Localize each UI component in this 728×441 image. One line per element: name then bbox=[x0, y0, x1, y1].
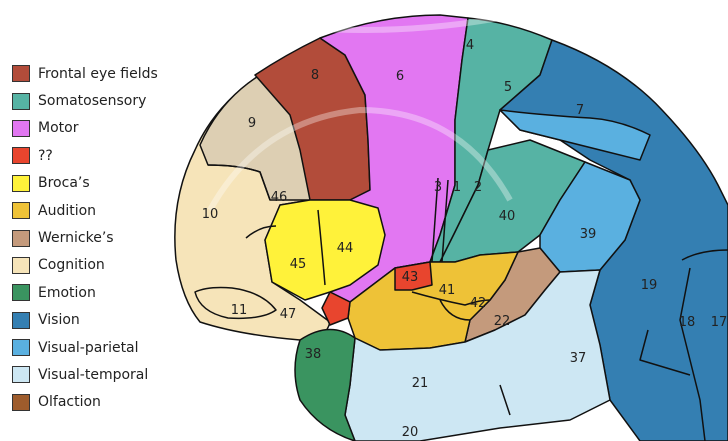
legend-swatch bbox=[12, 65, 30, 82]
legend-swatch bbox=[12, 120, 30, 137]
area-label-1: 1 bbox=[453, 180, 461, 195]
legend-swatch bbox=[12, 284, 30, 301]
area-label-45: 45 bbox=[290, 257, 307, 272]
legend-item-brocas: Broca’s bbox=[12, 170, 158, 197]
area-label-46: 46 bbox=[271, 190, 288, 205]
legend-label: Motor bbox=[38, 120, 78, 136]
legend-swatch bbox=[12, 257, 30, 274]
area-label-44: 44 bbox=[337, 241, 354, 256]
legend-swatch bbox=[12, 230, 30, 247]
area-label-11: 11 bbox=[231, 303, 248, 318]
area-label-7: 7 bbox=[576, 103, 584, 118]
legend-item-visual-parietal: Visual-parietal bbox=[12, 334, 158, 361]
area-label-6: 6 bbox=[396, 69, 404, 84]
legend-swatch bbox=[12, 175, 30, 192]
area-label-3: 3 bbox=[434, 180, 442, 195]
legend-item-cognition: Cognition bbox=[12, 252, 158, 279]
area-label-18: 18 bbox=[679, 315, 696, 330]
area-label-20: 20 bbox=[402, 425, 419, 440]
legend-label: ?? bbox=[38, 148, 53, 164]
legend-item-visual-temporal: Visual-temporal bbox=[12, 361, 158, 388]
legend: Frontal eye fields Somatosensory Motor ?… bbox=[12, 60, 158, 416]
area-label-47: 47 bbox=[280, 307, 297, 322]
legend-swatch bbox=[12, 93, 30, 110]
legend-label: Cognition bbox=[38, 257, 105, 273]
area-label-21: 21 bbox=[412, 376, 429, 391]
legend-label: Visual-parietal bbox=[38, 340, 139, 356]
legend-item-olfaction: Olfaction bbox=[12, 389, 158, 416]
area-label-42: 42 bbox=[470, 296, 487, 311]
legend-label: Frontal eye fields bbox=[38, 66, 158, 82]
area-label-5: 5 bbox=[504, 80, 512, 95]
area-label-4: 4 bbox=[466, 38, 474, 53]
area-label-22: 22 bbox=[494, 314, 511, 329]
legend-label: Olfaction bbox=[38, 394, 101, 410]
area-label-8: 8 bbox=[311, 68, 319, 83]
area-label-39: 39 bbox=[580, 227, 597, 242]
legend-label: Visual-temporal bbox=[38, 367, 148, 383]
legend-item-emotion: Emotion bbox=[12, 279, 158, 306]
area-label-2: 2 bbox=[474, 180, 482, 195]
legend-swatch bbox=[12, 312, 30, 329]
legend-item-frontal-eye-fields: Frontal eye fields bbox=[12, 60, 158, 87]
legend-swatch bbox=[12, 339, 30, 356]
legend-label: Broca’s bbox=[38, 175, 90, 191]
area-label-43: 43 bbox=[402, 270, 419, 285]
legend-item-motor: Motor bbox=[12, 115, 158, 142]
legend-label: Somatosensory bbox=[38, 93, 146, 109]
area-label-41: 41 bbox=[439, 283, 456, 298]
area-label-17: 17 bbox=[711, 315, 728, 330]
area-label-38: 38 bbox=[305, 347, 322, 362]
area-label-10: 10 bbox=[202, 207, 219, 222]
area-label-40: 40 bbox=[499, 209, 516, 224]
area-label-19: 19 bbox=[641, 278, 658, 293]
legend-swatch bbox=[12, 394, 30, 411]
legend-swatch bbox=[12, 147, 30, 164]
area-label-37: 37 bbox=[570, 351, 587, 366]
area-label-9: 9 bbox=[248, 116, 256, 131]
legend-swatch bbox=[12, 202, 30, 219]
legend-item-vision: Vision bbox=[12, 307, 158, 334]
legend-swatch bbox=[12, 366, 30, 383]
legend-label: Emotion bbox=[38, 285, 96, 301]
legend-label: Audition bbox=[38, 203, 96, 219]
legend-item-audition: Audition bbox=[12, 197, 158, 224]
legend-item-wernickes: Wernicke’s bbox=[12, 224, 158, 251]
legend-item-somatosensory: Somatosensory bbox=[12, 87, 158, 114]
legend-item-unknown: ?? bbox=[12, 142, 158, 169]
legend-label: Wernicke’s bbox=[38, 230, 114, 246]
legend-label: Vision bbox=[38, 312, 80, 328]
